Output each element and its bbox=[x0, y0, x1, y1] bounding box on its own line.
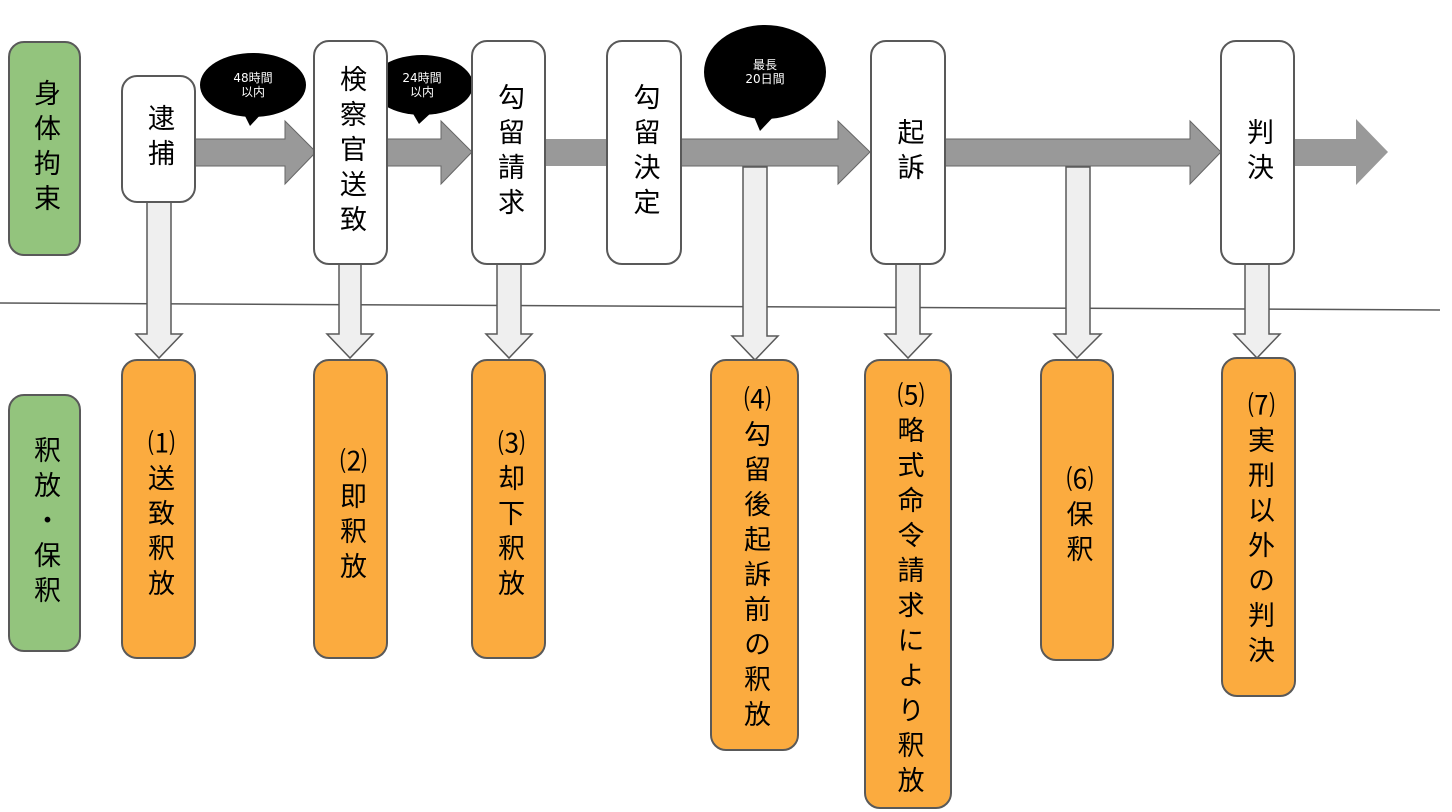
release-1: ⑴送致釈放 bbox=[121, 359, 196, 659]
release-5: ⑸略式命令請求により釈放 bbox=[864, 359, 952, 809]
release-2: ⑵即釈放 bbox=[313, 359, 388, 659]
step-arrest: 逮捕 bbox=[121, 75, 196, 203]
release-7-label: 実刑以外の判決 bbox=[1243, 426, 1274, 671]
main-arrow-6 bbox=[1293, 119, 1388, 185]
step-referral-label: 検察官送致 bbox=[335, 65, 366, 240]
main-flow-arrows bbox=[193, 119, 1388, 186]
release-1-label: 送致釈放 bbox=[143, 464, 174, 604]
release-6-label: 保釈 bbox=[1061, 500, 1093, 570]
step-indictment: 起訴 bbox=[870, 40, 946, 265]
release-3-label: 却下釈放 bbox=[493, 464, 524, 604]
time-limit-48h-line1: 48時間 bbox=[233, 71, 273, 85]
step-detention-request-label: 勾留請求 bbox=[493, 82, 524, 223]
time-bubble-20d bbox=[704, 25, 826, 119]
time-limit-20d: 最長 20日間 bbox=[705, 42, 825, 102]
step-arrest-label: 逮捕 bbox=[143, 104, 174, 174]
release-2-label: 即釈放 bbox=[335, 482, 366, 587]
branch-arrow-2 bbox=[325, 262, 375, 360]
divider-line bbox=[0, 302, 1441, 311]
time-limit-24h: 24時間 以内 bbox=[372, 55, 472, 115]
release-7-text: ⑺実刑以外の判決 bbox=[1243, 391, 1274, 671]
release-4-label: 勾留後起訴前の釈放 bbox=[739, 420, 770, 735]
release-4-number: ⑷ bbox=[739, 385, 770, 420]
release-5-text: ⑸略式命令請求により釈放 bbox=[892, 381, 924, 801]
time-limit-24h-line2: 以内 bbox=[409, 85, 434, 99]
side-label-restraint: 身体拘束 bbox=[8, 41, 81, 256]
release-1-number: ⑴ bbox=[143, 429, 174, 464]
side-label-release-text: 釈放・保釈 bbox=[29, 435, 60, 611]
time-limit-24h-line1: 24時間 bbox=[402, 71, 442, 85]
side-label-release: 釈放・保釈 bbox=[8, 394, 81, 652]
release-5-number: ⑸ bbox=[892, 381, 924, 416]
side-label-restraint-text: 身体拘束 bbox=[29, 78, 60, 219]
time-limit-20d-line1: 最長 bbox=[752, 58, 777, 72]
branch-arrow-3 bbox=[484, 262, 534, 360]
release-4: ⑷勾留後起訴前の釈放 bbox=[710, 359, 799, 751]
release-2-text: ⑵即釈放 bbox=[335, 447, 366, 587]
branch-arrow-5 bbox=[883, 262, 933, 360]
step-detention-decision-label: 勾留決定 bbox=[628, 82, 660, 223]
release-2-number: ⑵ bbox=[335, 447, 366, 482]
release-6: ⑹保釈 bbox=[1040, 359, 1114, 661]
release-3-number: ⑶ bbox=[493, 429, 524, 464]
time-bubble-24h bbox=[371, 55, 473, 115]
main-arrow-2 bbox=[385, 119, 473, 186]
release-1-text: ⑴送致釈放 bbox=[143, 429, 174, 604]
release-6-number: ⑹ bbox=[1061, 465, 1093, 500]
step-referral: 検察官送致 bbox=[313, 40, 388, 265]
branch-arrow-1 bbox=[134, 200, 184, 360]
release-7-number: ⑺ bbox=[1243, 391, 1274, 426]
step-judgment-label: 判決 bbox=[1242, 117, 1273, 188]
release-4-text: ⑷勾留後起訴前の釈放 bbox=[739, 385, 770, 735]
step-judgment: 判決 bbox=[1220, 40, 1295, 265]
branch-arrows bbox=[134, 166, 1282, 362]
step-indictment-label: 起訴 bbox=[892, 117, 924, 188]
branch-arrow-6 bbox=[1052, 166, 1103, 360]
release-3: ⑶却下釈放 bbox=[471, 359, 546, 659]
step-detention-decision: 勾留決定 bbox=[606, 40, 682, 265]
release-3-text: ⑶却下釈放 bbox=[493, 429, 524, 604]
main-arrow-3 bbox=[544, 139, 608, 166]
step-detention-request: 勾留請求 bbox=[471, 40, 546, 265]
main-arrow-1 bbox=[193, 119, 317, 186]
time-limit-20d-line2: 20日間 bbox=[745, 72, 785, 86]
release-6-text: ⑹保釈 bbox=[1061, 465, 1093, 570]
main-arrow-5 bbox=[943, 119, 1222, 186]
main-arrow-4 bbox=[679, 119, 871, 186]
branch-arrow-4 bbox=[730, 166, 780, 362]
release-5-label: 略式命令請求により釈放 bbox=[892, 416, 924, 801]
time-bubble-48h bbox=[200, 53, 306, 117]
release-7: ⑺実刑以外の判決 bbox=[1221, 357, 1296, 697]
branch-arrow-7 bbox=[1232, 262, 1282, 360]
time-limit-48h-line2: 以内 bbox=[240, 85, 265, 99]
time-limit-48h: 48時間 以内 bbox=[203, 55, 303, 115]
